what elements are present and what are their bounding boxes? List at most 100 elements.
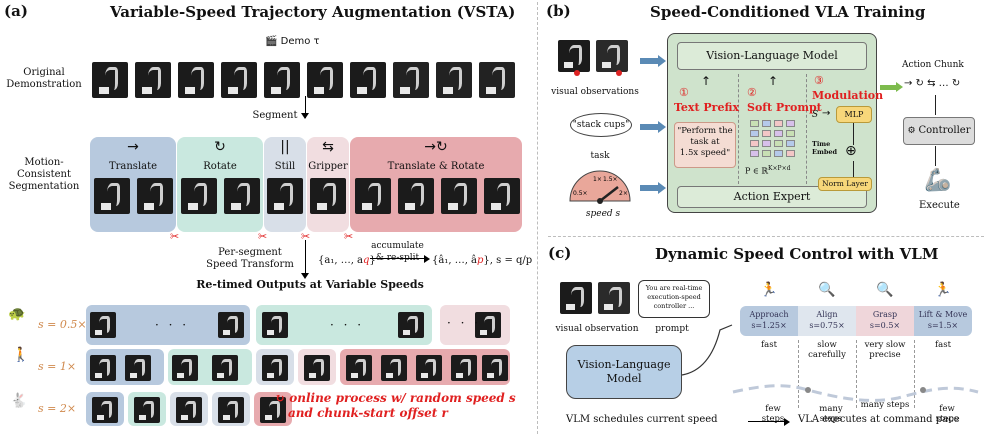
seq-in-q: q (363, 255, 370, 266)
accumulate-arrowhead (424, 255, 430, 263)
number-three: ③ (814, 74, 824, 87)
retimed-frame (172, 355, 198, 381)
pause-icon: || (280, 139, 290, 155)
demo-frame (307, 62, 343, 98)
execute-arrow (935, 146, 936, 166)
transform-arrow (305, 240, 306, 276)
clapper-icon: 🎬 (265, 36, 278, 47)
speed-gauge: 1× 1.5× 0.5× 2× (569, 170, 631, 204)
retimed-frame (176, 397, 202, 423)
retimed-frame (212, 355, 238, 381)
input-arrowhead (658, 182, 666, 194)
seq-out-p: p (477, 255, 484, 266)
input-arrow (640, 58, 660, 64)
demo-frame (92, 62, 128, 98)
text-prefix-label: Text Prefix (674, 101, 740, 114)
retimed-frame (451, 355, 477, 381)
norm-layer-box: Norm Layer (818, 177, 872, 191)
segment-arrow (305, 96, 306, 118)
speed-label-fast: s = 2× (38, 402, 77, 415)
speed-s-label: speed s (585, 209, 621, 219)
soft-prompt-cell (762, 120, 771, 127)
panel-c-title: Dynamic Speed Control with VLM (655, 245, 939, 263)
cup-icon (574, 70, 580, 76)
stage-block (798, 306, 856, 336)
demo-frame (436, 62, 472, 98)
accumulate-arrow (370, 258, 426, 259)
retimed-frame (475, 312, 501, 338)
segment-frame (267, 178, 303, 214)
segment-frame (398, 178, 434, 214)
curve-node (805, 387, 811, 393)
footer-left: VLM schedules current speed (566, 414, 718, 425)
turtle-icon: 🐢 (8, 306, 26, 322)
segment-label: Segment (252, 110, 298, 121)
input-arrowhead (658, 55, 666, 67)
execute-label: Execute (919, 200, 960, 211)
input-arrow (640, 185, 660, 191)
soft-prompt-cell (774, 150, 783, 157)
online-note-1: ↻ online process w/ random speed s (275, 391, 516, 405)
panel-divider-vertical (537, 2, 538, 434)
column-divider (738, 74, 739, 184)
retimed-frame (381, 355, 407, 381)
vlm-box: Vision-Language Model (677, 42, 867, 70)
segment-frame (224, 178, 260, 214)
stage-speed: s=0.5× (869, 321, 901, 330)
stage-desc: slow carefully (808, 340, 846, 360)
controller-label: Controller (918, 125, 971, 136)
segment-frame (310, 178, 346, 214)
time-embed-label: Time Embed (812, 140, 838, 156)
gear-icon: ⚙ (907, 126, 919, 136)
segment-arrowhead (301, 113, 309, 119)
stage-block (914, 306, 972, 336)
stage-desc: fast (935, 340, 951, 350)
panel-a-tag: (a) (4, 2, 28, 20)
stage-desc: fast (761, 340, 777, 350)
soft-prompt-cell (774, 140, 783, 147)
stage-name: Align (816, 310, 838, 319)
arrow-right-icon: → (822, 108, 831, 119)
number-two: ② (747, 86, 757, 99)
action-chunk-label: Action Chunk (902, 60, 964, 70)
demo-frame (221, 62, 257, 98)
soft-prompt-cell (786, 120, 795, 127)
action-chunk-seq: → ↻ ⇆ … ↻ (904, 78, 961, 89)
stage-divider (914, 340, 915, 408)
soft-prompt-cell (750, 130, 759, 137)
modulation-s: S (812, 110, 819, 120)
retimed-frame (134, 397, 160, 423)
panel-divider-horizontal (548, 236, 984, 237)
stage-divider (856, 340, 857, 408)
soft-prompt-cell (774, 130, 783, 137)
segment-frame (94, 178, 130, 214)
visual-obs-frame (598, 282, 630, 314)
ellipsis-dots: · · · (330, 318, 365, 332)
panel-a-title: Variable-Speed Trajectory Augmentation (… (110, 3, 516, 21)
seq-in-text: {a₁, …, a (318, 255, 364, 266)
stage-speed: s=1.5× (927, 321, 959, 330)
retimed-frame (262, 312, 288, 338)
prompt-label: prompt (655, 324, 689, 334)
online-note-2: and chunk-start offset r (288, 406, 448, 420)
mlp-arrow (853, 123, 854, 145)
stage-divider (798, 340, 799, 408)
retimed-frame (262, 355, 288, 381)
panel-b-tag: (b) (546, 2, 571, 20)
up-arrow-icon: ↑ (701, 74, 712, 88)
soft-prompt-dim: P ∈ ℝK×P×d (745, 165, 790, 176)
row-motion-label: Motion- Consistent Segmentation (8, 157, 80, 192)
task-bubble: "stack cups" (570, 113, 632, 137)
footer-right: VLA executes at command pace (798, 414, 960, 425)
output-arrow (880, 85, 898, 90)
plus-arrow (853, 161, 854, 178)
retimed-frame (90, 355, 116, 381)
segment-label-translate: Translate (108, 161, 158, 172)
prompt-bubble: You are real-time execution-speed contro… (638, 280, 710, 318)
retimed-frame (92, 397, 118, 423)
footer-arrowhead (784, 418, 790, 426)
footer-arrow (748, 421, 786, 422)
soft-prompt-cell (762, 130, 771, 137)
demo-frame (178, 62, 214, 98)
stage-steps: few steps (761, 404, 785, 424)
